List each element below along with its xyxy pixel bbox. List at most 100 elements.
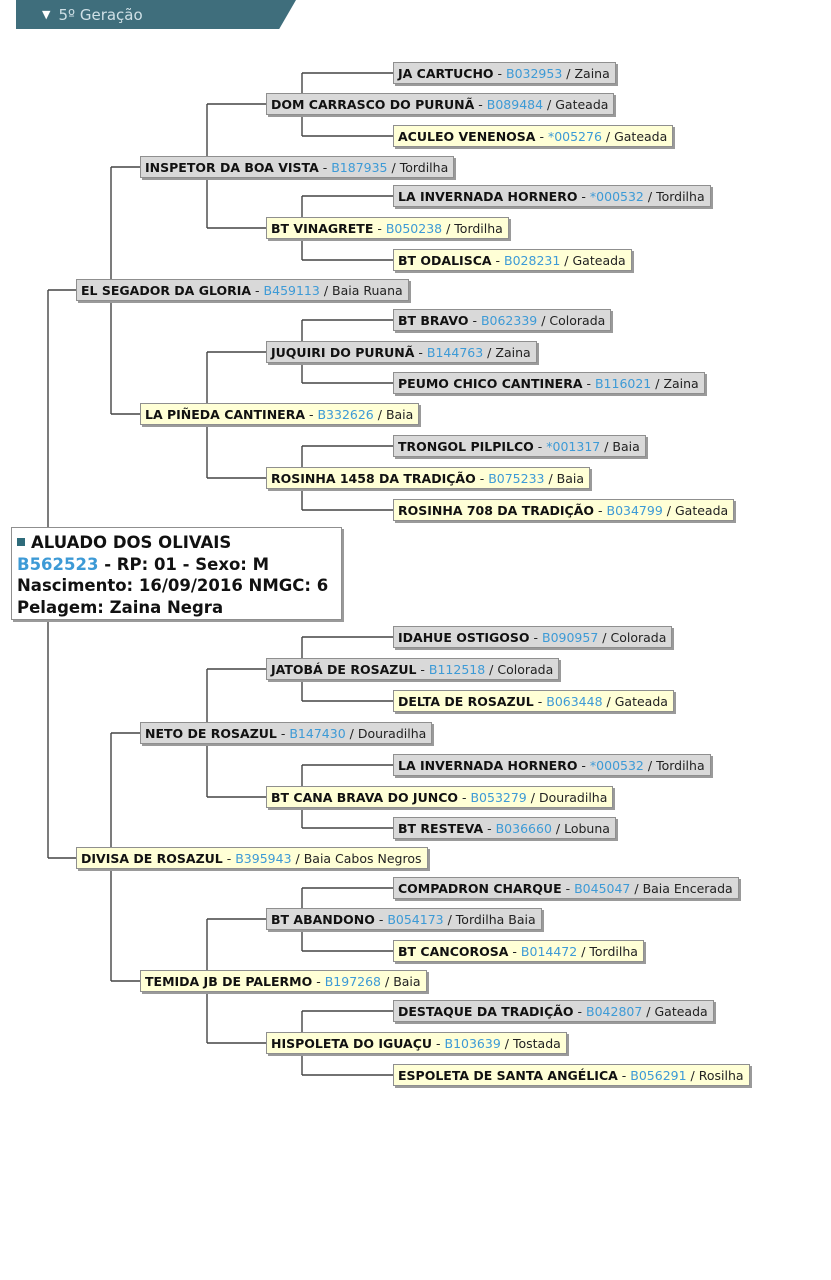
separator: - — [529, 630, 542, 645]
registration-link[interactable]: *000532 — [589, 758, 644, 773]
registration-link[interactable]: B197268 — [324, 974, 382, 989]
horse-name: EL SEGADOR DA GLORIA — [81, 283, 252, 298]
pedigree-entry[interactable]: BT CANCOROSA - B014472 / Tordilha — [393, 940, 644, 962]
registration-link[interactable]: B459113 — [263, 283, 320, 298]
pedigree-entry[interactable]: NETO DE ROSAZUL - B147430 / Douradilha — [140, 722, 433, 744]
pedigree-entry[interactable]: IDAHUE OSTIGOSO - B090957 / Colorada — [393, 626, 673, 648]
pedigree-entry[interactable]: TEMIDA JB DE PALERMO - B197268 / Baia — [140, 970, 427, 992]
pedigree-entry[interactable]: INSPETOR DA BOA VISTA - B187935 / Tordil… — [140, 156, 455, 178]
coat-color: Douradilha — [538, 790, 608, 805]
coat-color: Lobuna — [564, 821, 610, 836]
pedigree-entry[interactable]: DESTAQUE DA TRADIÇÃO - B042807 / Gateada — [393, 1000, 714, 1022]
pedigree-entry[interactable]: ACULEO VENENOSA - *005276 / Gateada — [393, 125, 674, 147]
registration-link[interactable]: B045047 — [574, 881, 631, 896]
pedigree-entry[interactable]: EL SEGADOR DA GLORIA - B459113 / Baia Ru… — [76, 279, 409, 301]
registration-link[interactable]: B056291 — [630, 1068, 687, 1083]
pedigree-entry[interactable]: BT VINAGRETE - B050238 / Tordilha — [266, 217, 509, 239]
separator: / — [651, 376, 664, 391]
registration-link[interactable]: B014472 — [520, 944, 578, 959]
separator: / — [443, 912, 456, 927]
coat-color: Gateada — [555, 97, 609, 112]
pedigree-entry[interactable]: HISPOLETA DO IGUAÇU - B103639 / Tostada — [266, 1032, 567, 1054]
registration-link[interactable]: *005276 — [547, 129, 602, 144]
horse-name: ACULEO VENENOSA — [398, 129, 536, 144]
registration-link[interactable]: B042807 — [586, 1004, 643, 1019]
horse-name: BT VINAGRETE — [271, 221, 374, 236]
pedigree-entry[interactable]: JUQUIRI DO PURUNÃ - B144763 / Zaina — [266, 341, 537, 363]
section-header-5th-generation[interactable]: ▼ 5º Geração — [16, 0, 296, 29]
pedigree-entry[interactable]: PEUMO CHICO CANTINERA - B116021 / Zaina — [393, 372, 705, 394]
section-title: 5º Geração — [58, 5, 143, 24]
horse-name: BT BRAVO — [398, 313, 469, 328]
registration-link[interactable]: B053279 — [470, 790, 527, 805]
separator: / — [686, 1068, 699, 1083]
registration-link[interactable]: B112518 — [428, 662, 486, 677]
separator: - — [251, 283, 264, 298]
animal-name: ALUADO DOS OLIVAIS — [31, 533, 232, 552]
registration-link[interactable]: B050238 — [385, 221, 443, 236]
separator: / — [642, 1004, 655, 1019]
registration-link[interactable]: B332626 — [317, 407, 374, 422]
separator: / — [291, 851, 304, 866]
pedigree-entry[interactable]: ESPOLETA DE SANTA ANGÉLICA - B056291 / R… — [393, 1064, 750, 1086]
separator: - — [416, 662, 429, 677]
registration-link[interactable]: B187935 — [331, 160, 388, 175]
registration-link[interactable]: B089484 — [486, 97, 544, 112]
pedigree-entry[interactable]: COMPADRON CHARQUE - B045047 / Baia Encer… — [393, 877, 739, 899]
coat-color: Tordilha — [399, 160, 449, 175]
pedigree-entry[interactable]: BT ABANDONO - B054173 / Tordilha Baia — [266, 908, 542, 930]
pedigree-entry[interactable]: LA PIÑEDA CANTINERA - B332626 / Baia — [140, 403, 420, 425]
separator: / — [345, 726, 358, 741]
horse-name: DIVISA DE ROSAZUL — [81, 851, 223, 866]
pedigree-entry[interactable]: JA CARTUCHO - B032953 / Zaina — [393, 62, 616, 84]
animal-registration-link[interactable]: B562523 — [17, 554, 99, 574]
pedigree-entry[interactable]: TRONGOL PILPILCO - *001317 / Baia — [393, 435, 646, 457]
coat-color: Zaina — [495, 345, 531, 360]
registration-link[interactable]: B147430 — [289, 726, 346, 741]
horse-name: IDAHUE OSTIGOSO — [398, 630, 530, 645]
coat-color: Colorada — [610, 630, 667, 645]
separator: - — [582, 376, 595, 391]
separator: - — [594, 503, 607, 518]
pedigree-entry[interactable]: ROSINHA 1458 DA TRADIÇÃO - B075233 / Bai… — [266, 467, 591, 489]
pedigree-entry[interactable]: ROSINHA 708 DA TRADIÇÃO - B034799 / Gate… — [393, 499, 735, 521]
pedigree-entry[interactable]: DOM CARRASCO DO PURUNÃ - B089484 / Gatea… — [266, 93, 615, 115]
registration-link[interactable]: B075233 — [488, 471, 545, 486]
horse-name: LA PIÑEDA CANTINERA — [145, 407, 305, 422]
pedigree-entry[interactable]: DIVISA DE ROSAZUL - B395943 / Baia Cabos… — [76, 847, 428, 869]
registration-link[interactable]: *001317 — [546, 439, 601, 454]
pedigree-entry[interactable]: JATOBÁ DE ROSAZUL - B112518 / Colorada — [266, 658, 560, 680]
coat-color: Gateada — [614, 694, 668, 709]
registration-link[interactable]: B034799 — [606, 503, 663, 518]
separator: / — [526, 790, 539, 805]
pedigree-entry[interactable]: DELTA DE ROSAZUL - B063448 / Gateada — [393, 690, 674, 712]
horse-name: JA CARTUCHO — [398, 66, 494, 81]
pedigree-entry[interactable]: LA INVERNADA HORNERO - *000532 / Tordilh… — [393, 754, 711, 776]
separator: - — [222, 851, 236, 866]
pedigree-entry[interactable]: LA INVERNADA HORNERO - *000532 / Tordilh… — [393, 185, 711, 207]
registration-link[interactable]: B028231 — [504, 253, 561, 268]
registration-link[interactable]: B054173 — [387, 912, 444, 927]
separator: / — [543, 97, 556, 112]
registration-link[interactable]: B116021 — [594, 376, 652, 391]
separator: - — [561, 881, 575, 896]
registration-link[interactable]: B062339 — [480, 313, 538, 328]
registration-link[interactable]: *000532 — [589, 189, 644, 204]
separator: - — [458, 790, 471, 805]
pedigree-entry[interactable]: BT BRAVO - B062339 / Colorada — [393, 309, 612, 331]
registration-link[interactable]: B063448 — [546, 694, 603, 709]
pedigree-entry[interactable]: BT ODALISCA - B028231 / Gateada — [393, 249, 632, 271]
registration-link[interactable]: B036660 — [495, 821, 552, 836]
horse-name: ROSINHA 708 DA TRADIÇÃO — [398, 503, 595, 518]
registration-link[interactable]: B144763 — [426, 345, 484, 360]
pedigree-entry[interactable]: BT RESTEVA - B036660 / Lobuna — [393, 817, 616, 839]
registration-link[interactable]: B032953 — [506, 66, 563, 81]
separator: - — [474, 97, 487, 112]
coat-color: Colorada — [549, 313, 606, 328]
registration-link[interactable]: B090957 — [542, 630, 599, 645]
registration-link[interactable]: B103639 — [444, 1036, 501, 1051]
coat-color: Baia Cabos Negros — [303, 851, 422, 866]
pedigree-entry[interactable]: BT CANA BRAVA DO JUNCO - B053279 / Doura… — [266, 786, 614, 808]
horse-name: DESTAQUE DA TRADIÇÃO — [398, 1004, 574, 1019]
registration-link[interactable]: B395943 — [235, 851, 292, 866]
